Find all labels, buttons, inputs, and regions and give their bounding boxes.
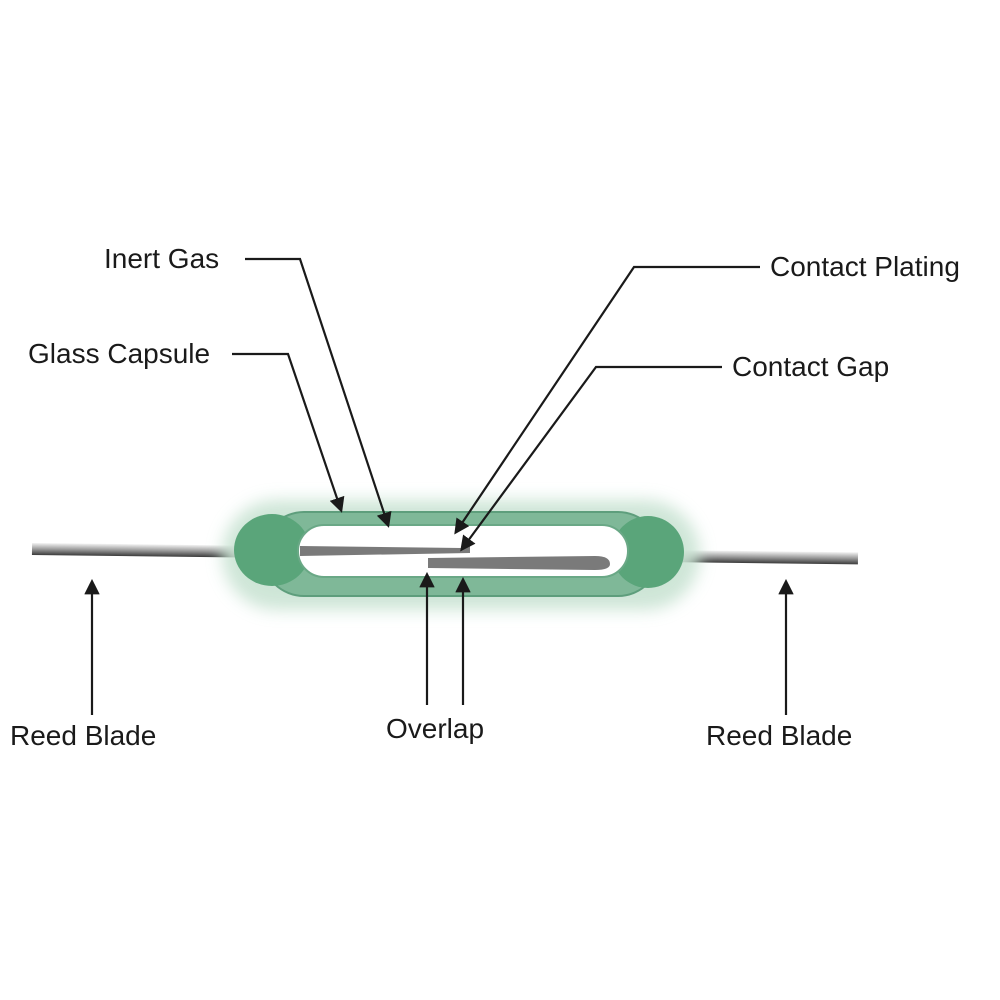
glass-capsule (222, 500, 700, 610)
label-glass-capsule: Glass Capsule (28, 338, 210, 369)
label-reed-blade-right: Reed Blade (706, 720, 852, 751)
reed-blade-left-inner (300, 538, 470, 556)
end-seal-right (612, 516, 684, 588)
end-seal-left (234, 514, 310, 586)
reed-blade-right-inner (428, 556, 610, 570)
reed-blade-right-lead (659, 550, 859, 565)
leader-inert-gas (245, 257, 392, 528)
label-contact-gap: Contact Gap (732, 351, 889, 382)
reed-blade-left-lead (31, 543, 253, 558)
label-inert-gas: Inert Gas (104, 243, 219, 274)
leader-contact-gap (460, 365, 722, 552)
label-reed-blade-left: Reed Blade (10, 720, 156, 751)
label-overlap: Overlap (386, 713, 484, 744)
label-contact-plating: Contact Plating (770, 251, 960, 282)
leader-glass-capsule (232, 352, 345, 513)
leader-contact-plating (454, 265, 760, 535)
